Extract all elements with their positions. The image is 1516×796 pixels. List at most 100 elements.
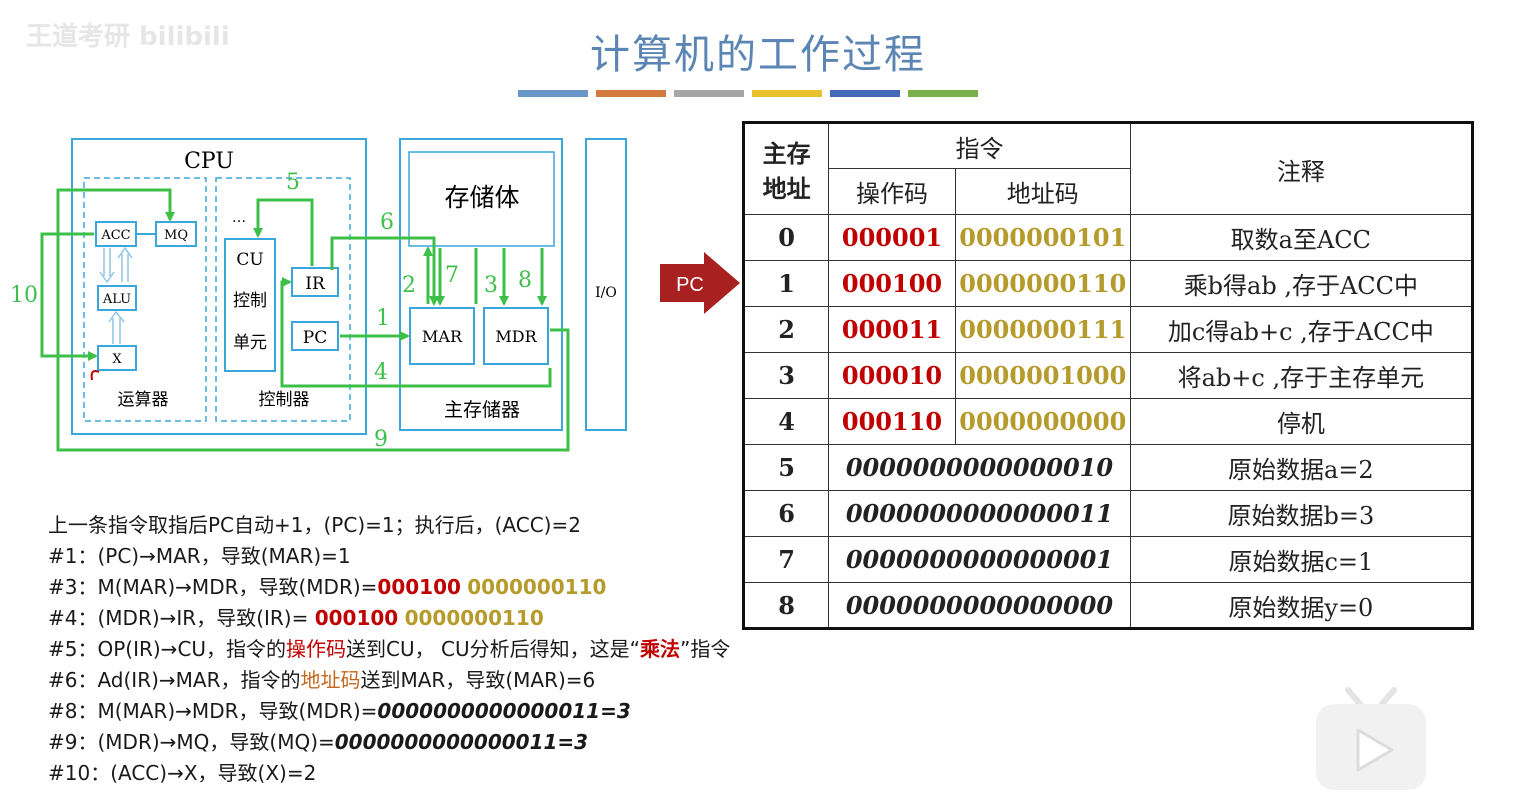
note-line-5: #6：Ad(IR)→MAR，指令的地址码送到MAR，导致(MAR)=6 — [48, 668, 596, 692]
cu-label: CU — [236, 250, 263, 270]
header-opcode: 操作码 — [828, 168, 956, 215]
mar-label: MAR — [422, 327, 463, 346]
header-note: 注释 — [1129, 122, 1474, 215]
row-address: 8 — [742, 582, 830, 629]
note-line-4: #5：OP(IR)→CU，指令的操作码送到CU， CU分析后得知，这是“乘法”指… — [48, 637, 731, 661]
play-button[interactable] — [1312, 686, 1430, 792]
note-line-3: #4：(MDR)→IR，导致(IR)= 000100 0000000110 — [48, 606, 544, 630]
row-address-code: 0000000110 — [954, 260, 1131, 307]
step-label-8: 8 — [518, 268, 532, 293]
accent-bar — [752, 90, 822, 97]
pc-label: PC — [303, 328, 327, 348]
mar-box — [409, 307, 475, 365]
step-label-1: 1 — [376, 306, 390, 331]
pc-pointer-arrow: PC — [660, 252, 740, 314]
x-register-box — [97, 345, 137, 371]
path-5-ir-to-cu — [253, 198, 314, 266]
ir-label: IR — [305, 274, 326, 294]
row-note: 将ab+c ,存于主存单元 — [1129, 352, 1474, 399]
header-instruction: 指令 — [828, 122, 1131, 169]
alu-label: ALU — [102, 292, 131, 307]
row-data-word: 0000000000000010 — [828, 444, 1131, 491]
note-line-7: #9：(MDR)→MQ，导致(MQ)=0000000000000011=3 — [48, 730, 589, 754]
note-line-1: #1：(PC)→MAR，导致(MAR)=1 — [48, 544, 351, 568]
cu-box — [224, 238, 276, 372]
row-opcode: 000110 — [828, 398, 956, 445]
row-address: 4 — [742, 398, 830, 445]
step-label-10: 10 — [10, 283, 38, 308]
path-10-acc-to-x — [40, 232, 98, 361]
row-opcode: 000001 — [828, 214, 956, 261]
cpu-box — [71, 138, 367, 435]
row-address: 6 — [742, 490, 830, 537]
data-paths — [40, 188, 570, 452]
pc-pointer-label: PC — [676, 274, 704, 296]
main-memory-box — [399, 138, 563, 431]
cu-label-3: 单元 — [233, 333, 267, 353]
row-address: 1 — [742, 260, 830, 307]
note-line-2: #3：M(MAR)→MDR，导致(MDR)=000100 0000000110 — [48, 575, 607, 599]
step-label-3: 3 — [484, 273, 498, 298]
x-register-label: X — [112, 352, 122, 367]
storage-body-box — [408, 151, 555, 247]
step-label-9: 9 — [374, 427, 388, 452]
row-note: 原始数据y=0 — [1129, 582, 1474, 629]
storage-body-label: 存储体 — [444, 183, 519, 212]
alu-group-box — [83, 177, 207, 422]
row-note: 原始数据c=1 — [1129, 536, 1474, 583]
row-note: 停机 — [1129, 398, 1474, 445]
row-address-code: 0000000111 — [954, 306, 1131, 353]
accent-bar — [596, 90, 666, 97]
row-address: 3 — [742, 352, 830, 399]
alu-box — [97, 285, 137, 311]
path-9-mdr-to-mq — [56, 188, 570, 452]
row-note: 取数a至ACC — [1129, 214, 1474, 261]
row-address-code: 0000000000 — [954, 398, 1131, 445]
header-address-code: 地址码 — [954, 168, 1131, 215]
header-address: 主存地址 — [742, 122, 830, 215]
main-memory-label: 主存储器 — [444, 399, 520, 421]
row-address-code: 0000001000 — [954, 352, 1131, 399]
control-group-box — [215, 177, 351, 422]
accent-bar — [830, 90, 900, 97]
note-line-8: #10：(ACC)→X，导致(X)=2 — [48, 761, 317, 785]
row-address: 7 — [742, 536, 830, 583]
row-opcode: 000011 — [828, 306, 956, 353]
note-line-0: 上一条指令取指后PC自动+1，(PC)=1；执行后，(ACC)=2 — [48, 513, 581, 537]
page-title: 计算机的工作过程 — [590, 32, 926, 78]
note-line-6: #8：M(MAR)→MDR，导致(MDR)=0000000000000011=3 — [48, 699, 631, 723]
execution-notes: 上一条指令取指后PC自动+1，(PC)=1；执行后，(ACC)=2 #1：(PC… — [48, 510, 730, 789]
row-address: 5 — [742, 444, 830, 491]
pc-box — [291, 321, 339, 351]
row-data-word: 0000000000000000 — [828, 582, 1131, 629]
row-data-word: 0000000000000001 — [828, 536, 1131, 583]
path-6-ir-to-mar — [330, 236, 439, 306]
alu-group-label: 运算器 — [118, 390, 169, 410]
step-label-7: 7 — [445, 263, 459, 288]
row-address-code: 0000000101 — [954, 214, 1131, 261]
row-opcode: 000100 — [828, 260, 956, 307]
accent-bar — [908, 90, 978, 97]
control-group-label: 控制器 — [259, 390, 310, 410]
row-note: 原始数据b=3 — [1129, 490, 1474, 537]
ir-box — [291, 267, 339, 297]
accent-bar — [674, 90, 744, 97]
play-icon — [1356, 728, 1394, 772]
row-note: 原始数据a=2 — [1129, 444, 1474, 491]
row-opcode: 000010 — [828, 352, 956, 399]
step-label-5: 5 — [286, 170, 300, 195]
row-note: 加c得ab+c ,存于ACC中 — [1129, 306, 1474, 353]
acc-label: ACC — [100, 228, 130, 243]
watermark: 王道考研 bilibili — [26, 22, 230, 52]
row-address: 2 — [742, 306, 830, 353]
io-box — [585, 138, 627, 431]
step-label-4: 4 — [374, 360, 388, 385]
